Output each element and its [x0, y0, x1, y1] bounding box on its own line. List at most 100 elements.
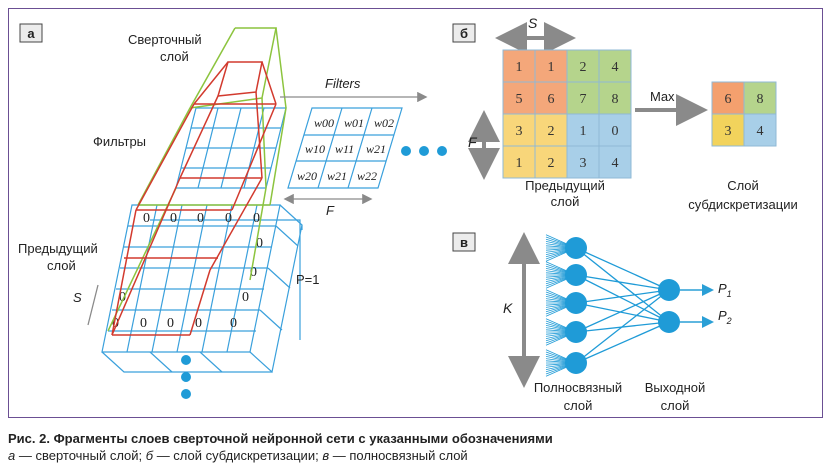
- fully-connected-network: [545, 234, 714, 377]
- matrix-value: 1: [580, 124, 587, 139]
- pooled-value: 4: [757, 124, 764, 139]
- p2-label: P2: [718, 308, 732, 326]
- previous-layer-label-2: слой: [47, 258, 76, 273]
- zero-cell: 0: [256, 236, 263, 251]
- matrix-cell: [598, 145, 632, 179]
- matrix-value: 1: [516, 60, 523, 75]
- b-s-label: S: [528, 15, 538, 31]
- weight-w02: w02: [374, 116, 394, 130]
- matrix-cell: [534, 145, 568, 179]
- zero-cell: 0: [167, 316, 174, 331]
- zero-cell: 0: [250, 265, 257, 280]
- matrix-cell: [598, 81, 632, 115]
- matrix-value: 4: [612, 60, 619, 75]
- zero-values: 0 0 0 0 0 0 0 0 0 0 0 0 0 0: [112, 211, 263, 331]
- zero-cell: 0: [119, 290, 126, 305]
- matrix-value: 8: [612, 92, 619, 107]
- conv-layer-label-2: слой: [160, 49, 189, 64]
- caption-title: Рис. 2. Фрагменты слоев сверточной нейро…: [8, 431, 553, 446]
- caption-legend: а — сверточный слой; б — слой субдискрет…: [8, 447, 823, 464]
- padding-label: P=1: [296, 272, 320, 287]
- panel-a-badge-box: [19, 23, 43, 43]
- f-width-label: F: [326, 203, 335, 218]
- panel-b-badge: б: [460, 26, 468, 41]
- input-node: [565, 321, 587, 343]
- matrix-cell: [566, 113, 600, 147]
- matrix-value: 3: [580, 156, 587, 171]
- weight-w01: w01: [344, 116, 364, 130]
- matrix-cell: [502, 81, 536, 115]
- matrix-value: 3: [516, 124, 523, 139]
- b-prev-layer-label: Предыдущий: [525, 178, 605, 193]
- zero-cell: 0: [195, 316, 202, 331]
- weight-w11: w11: [335, 142, 354, 156]
- ellipsis-dots-horizontal: [401, 146, 447, 156]
- matrix-value: 7: [580, 92, 587, 107]
- matrix-cell: [534, 81, 568, 115]
- weight-w21b: w21: [327, 169, 347, 183]
- weight-w00: w00: [314, 116, 334, 130]
- caption-b-text: — слой субдискретизации;: [153, 448, 323, 463]
- pooled-value: 6: [725, 92, 732, 107]
- fc-layer-label: Полносвязный: [534, 380, 622, 395]
- s-stride-label: S: [73, 290, 82, 305]
- conv-layer-label: Сверточный: [128, 32, 202, 47]
- matrix-cell: [502, 145, 536, 179]
- weight-w20: w20: [297, 169, 317, 183]
- panel-a-badge: а: [27, 26, 35, 41]
- b-f-label: F: [468, 134, 478, 150]
- green-projection-lines: [107, 27, 287, 332]
- panel-c-badge: в: [460, 235, 468, 250]
- panel-c: в K P1 P2 Полносвязный слой Выходной сло…: [452, 232, 732, 413]
- matrix-value: 1: [516, 156, 523, 171]
- panel-a: а 0 0 0 0 0 0 0 0 0: [18, 23, 447, 399]
- zero-cell: 0: [230, 316, 237, 331]
- zero-cell: 0: [242, 290, 249, 305]
- panel-b-badge-box: [452, 23, 476, 43]
- subsampling-label: Слой: [727, 178, 759, 193]
- figure-caption: Рис. 2. Фрагменты слоев сверточной нейро…: [8, 430, 823, 464]
- k-label: K: [503, 300, 513, 316]
- previous-layer-grid: [101, 204, 303, 374]
- subsampling-label-2: субдискретизации: [688, 197, 797, 212]
- caption-a-letter: а: [8, 448, 16, 463]
- b-prev-layer-label-2: слой: [551, 194, 580, 209]
- pooled-cell: [743, 81, 777, 115]
- matrix-cell: [566, 81, 600, 115]
- matrix-cell: [566, 49, 600, 83]
- matrix-cell: [534, 49, 568, 83]
- matrix-value: 1: [548, 60, 555, 75]
- red-receptive-lines: [111, 61, 277, 336]
- output-layer-label: Выходной: [645, 380, 706, 395]
- zero-cell: 0: [197, 211, 204, 226]
- weight-w21a: w21: [366, 142, 386, 156]
- zero-cell: 0: [225, 211, 232, 226]
- matrix-value: 2: [548, 124, 555, 139]
- zero-cell: 0: [170, 211, 177, 226]
- fc-layer-label-2: слой: [564, 398, 593, 413]
- input-node: [565, 352, 587, 374]
- pooled-cell: [743, 113, 777, 147]
- zero-cell: 0: [253, 211, 260, 226]
- matrix-cell: [566, 145, 600, 179]
- caption-b-letter: б: [145, 448, 154, 463]
- matrix-value: 2: [580, 60, 587, 75]
- weight-w22: w22: [357, 169, 377, 183]
- ellipsis-dots-vertical: [181, 355, 191, 399]
- p1-label: P1: [718, 281, 732, 299]
- zero-cell: 0: [140, 316, 147, 331]
- matrix-value: 2: [548, 156, 555, 171]
- output-node: [658, 311, 680, 333]
- filters-label: Фильтры: [93, 134, 146, 149]
- pooled-value: 8: [757, 92, 764, 107]
- matrix-value: 5: [516, 92, 523, 107]
- zero-cell: 0: [143, 211, 150, 226]
- output-node: [658, 279, 680, 301]
- weight-labels: w00 w01 w02 w10 w11 w21 w20 w21 w22: [297, 116, 394, 183]
- zero-cell: 0: [112, 316, 119, 331]
- caption-c-letter: в: [322, 448, 330, 463]
- caption-c-text: — полносвязный слой: [329, 448, 468, 463]
